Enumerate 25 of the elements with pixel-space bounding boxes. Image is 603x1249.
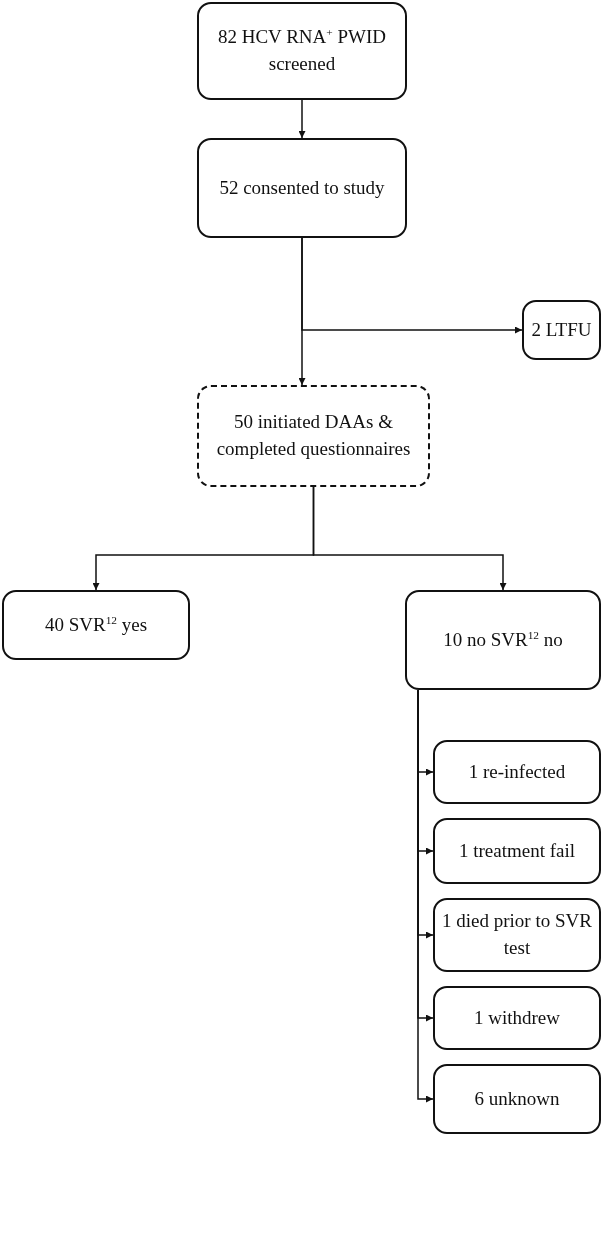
arrow (312, 486, 507, 591)
box-label: 52 consented to study (219, 175, 385, 200)
flow-box (433, 898, 601, 972)
box-label: 1 re-infected (468, 759, 566, 784)
flow-box (197, 138, 407, 238)
box-label: 82 HCV RNA$^{+}$ PWID screened (216, 25, 388, 76)
box-label: 10 no SVR$^{12}$ no (443, 627, 563, 652)
arrow (298, 237, 306, 386)
flow-box (405, 590, 601, 690)
box-label: 1 treatment fail (458, 838, 576, 863)
box-label: 1 withdrew (474, 1005, 560, 1030)
flow-box (2, 590, 190, 660)
flow-box (433, 986, 601, 1050)
flow-box (522, 300, 601, 360)
box-label: 40 SVR$^{12}$ yes (44, 612, 148, 637)
box-label: 2 LTFU (531, 317, 592, 342)
box-label: 50 initiated DAAs & completed questionnaires (215, 410, 412, 461)
flow-box (197, 385, 430, 487)
flow-box (433, 818, 601, 884)
flow-box (433, 740, 601, 804)
flow-box (433, 1064, 601, 1134)
box-label: 6 unknown (474, 1086, 560, 1111)
flow-box (197, 2, 407, 100)
arrow (298, 99, 306, 139)
box-label: 1 died prior to SVR test (441, 909, 593, 960)
